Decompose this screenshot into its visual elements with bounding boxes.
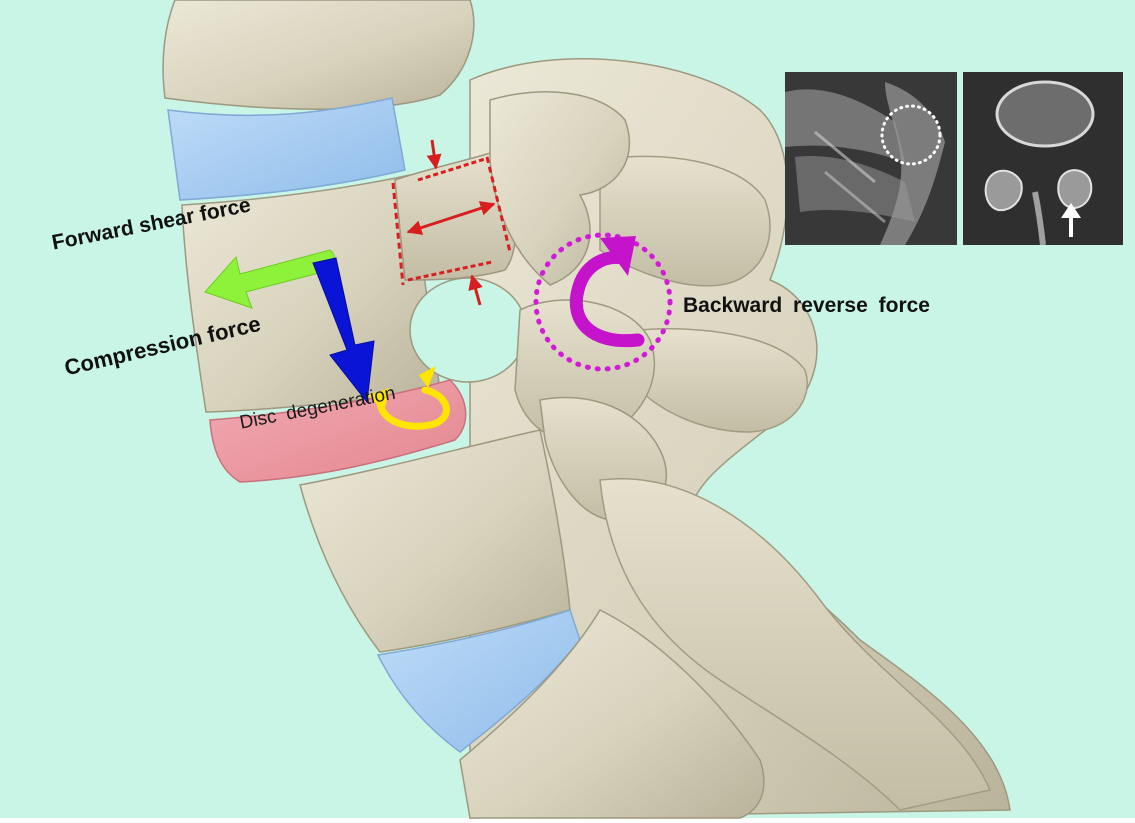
backward-reverse-force-label: Backward reverse force: [683, 294, 930, 318]
intervertebral-foramen: [410, 278, 526, 382]
upper-vertebral-body: [163, 0, 474, 109]
ct-sagittal-image: [785, 72, 957, 245]
ct-axial-image: [963, 72, 1123, 245]
